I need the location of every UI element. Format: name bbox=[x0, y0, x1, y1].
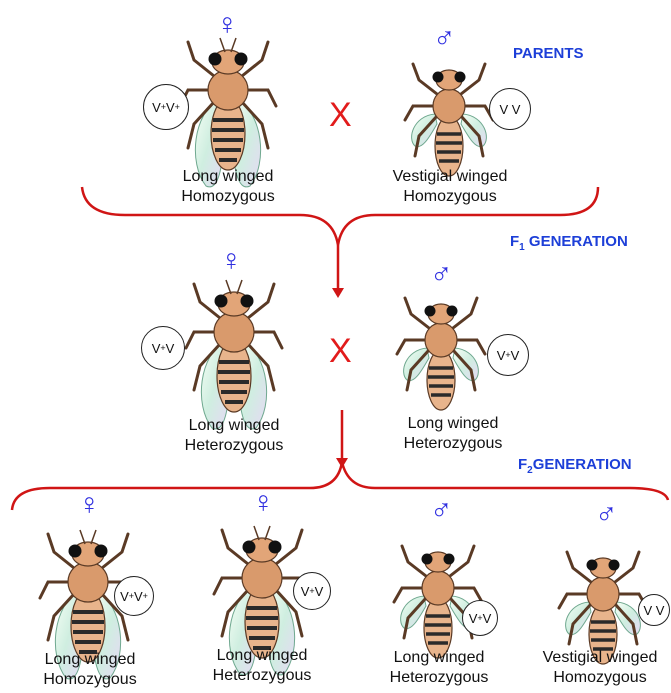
fly-parent-female bbox=[180, 38, 276, 187]
fly-parent-male bbox=[405, 64, 493, 176]
genotype-badge: V V bbox=[489, 88, 531, 130]
genotype-badge: V+ V bbox=[487, 334, 529, 376]
fly-f1-female bbox=[186, 280, 282, 429]
genotype-badge: V+V+ bbox=[143, 84, 189, 130]
male-symbol-icon: ♂ bbox=[430, 496, 453, 526]
genotype-badge: V+ V bbox=[141, 326, 185, 370]
heading-parents: PARENTS bbox=[513, 45, 584, 62]
male-symbol-icon: ♂ bbox=[595, 500, 618, 530]
female-symbol-icon: ♀ bbox=[252, 488, 275, 518]
fly-f2-3 bbox=[394, 546, 482, 658]
female-symbol-icon: ♀ bbox=[216, 10, 239, 40]
genotype-badge: V+ V bbox=[293, 572, 331, 610]
female-symbol-icon: ♀ bbox=[78, 490, 101, 520]
female-symbol-icon: ♀ bbox=[220, 246, 243, 276]
fly-f1-male bbox=[397, 298, 485, 410]
genotype-badge: V+V+ bbox=[114, 576, 154, 616]
heading-f2: F2GENERATION bbox=[518, 456, 632, 476]
male-symbol-icon: ♂ bbox=[430, 260, 453, 290]
cross-symbol: X bbox=[329, 98, 352, 132]
genotype-badge: V V bbox=[638, 594, 670, 626]
cross-symbol: X bbox=[329, 334, 352, 368]
heading-f1: F1 GENERATION bbox=[510, 233, 628, 253]
genotype-badge: V+ V bbox=[462, 600, 498, 636]
male-symbol-icon: ♂ bbox=[433, 24, 456, 54]
